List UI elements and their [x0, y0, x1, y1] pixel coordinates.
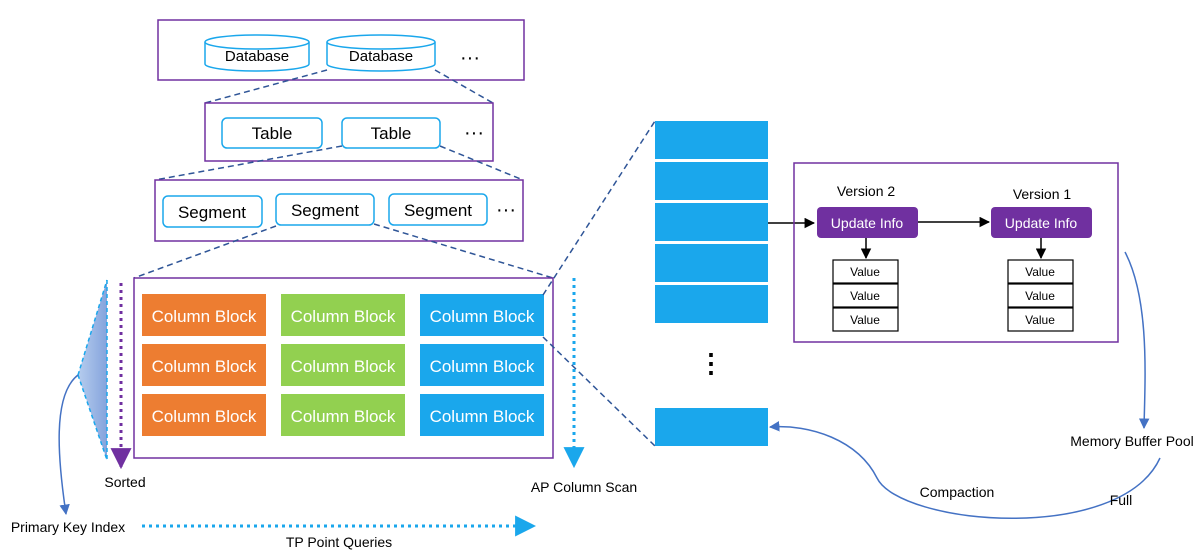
- update-info-label-v1: Update Info: [1005, 215, 1078, 231]
- column-block: [281, 294, 405, 336]
- segment-ellipsis: ···: [496, 199, 516, 221]
- stack-row-last: [655, 408, 768, 446]
- value-text: Value: [850, 313, 880, 327]
- primary-key-label: Primary Key Index: [11, 519, 125, 535]
- segment-box-2: [275, 193, 375, 226]
- connector-db-table-right: [434, 69, 494, 104]
- value-cell: [1007, 259, 1074, 284]
- database-cylinder-2: Database: [326, 34, 436, 72]
- column-block-label: Column Block: [430, 307, 535, 326]
- ap-scan-label: AP Column Scan: [531, 479, 637, 495]
- connector-segment-block-right: [373, 223, 554, 279]
- column-block-label: Column Block: [430, 357, 535, 376]
- connector-zoom-bottom: [542, 336, 656, 447]
- stack-row-1: [655, 121, 768, 159]
- column-block: [420, 294, 544, 336]
- value-list-v2: Value Value Value: [832, 259, 899, 332]
- segment-label-1: Segment: [178, 203, 246, 222]
- value-text: Value: [850, 265, 880, 279]
- column-block-label: Column Block: [152, 357, 257, 376]
- tp-queries-label: TP Point Queries: [286, 534, 392, 550]
- stack-row-5: [655, 285, 768, 323]
- compaction-curve: [768, 421, 1161, 519]
- stack-row-2: [655, 162, 768, 200]
- connector-table-segment-left: [154, 145, 343, 181]
- table-ellipsis: ···: [464, 122, 484, 144]
- segment-label-3: Segment: [404, 201, 472, 220]
- column-block: [420, 394, 544, 436]
- table-label-1: Table: [252, 124, 293, 143]
- memory-pool-label: Memory Buffer Pool: [1070, 433, 1193, 449]
- stack-row-4: [655, 244, 768, 282]
- column-block: [420, 344, 544, 386]
- value-text: Value: [1025, 265, 1055, 279]
- version-1-title: Version 1: [1013, 186, 1072, 202]
- primary-key-triangle-edge-bottom: [77, 374, 108, 461]
- value-cell: [832, 259, 899, 284]
- update-info-box-v2: [817, 207, 918, 238]
- connector-zoom-top: [542, 120, 656, 296]
- sorted-label: Sorted: [104, 474, 145, 490]
- value-text: Value: [850, 289, 880, 303]
- column-block-label: Column Block: [430, 407, 535, 426]
- column-block-label: Column Block: [152, 307, 257, 326]
- value-text: Value: [1025, 289, 1055, 303]
- table-layer-frame: [204, 102, 494, 162]
- table-box-2: [341, 117, 441, 149]
- update-info-box-v1: [991, 207, 1092, 238]
- database-label-2: Database: [349, 48, 413, 65]
- primary-key-curve-arrow: [58, 374, 79, 516]
- stack-ellipsis: ⋮: [698, 348, 724, 378]
- primary-key-index-triangle: [78, 280, 107, 460]
- value-cell: [1007, 283, 1074, 308]
- column-block: [142, 394, 266, 436]
- column-block: [142, 344, 266, 386]
- column-block-label: Column Block: [291, 407, 396, 426]
- column-block-label: Column Block: [152, 407, 257, 426]
- chain-to-memory-pool-curve: [1124, 251, 1150, 430]
- connector-segment-block-left: [133, 225, 277, 279]
- value-cell: [832, 283, 899, 308]
- database-ellipsis: ···: [460, 47, 480, 69]
- column-block: [281, 344, 405, 386]
- version-2-title: Version 2: [837, 183, 896, 199]
- primary-key-triangle-edge-top: [77, 279, 108, 376]
- segment-box-1: [162, 195, 263, 228]
- segment-label-2: Segment: [291, 201, 359, 220]
- database-layer-frame: [157, 19, 525, 81]
- value-cell: [1007, 307, 1074, 332]
- table-box-1: [221, 117, 323, 149]
- full-label: Full: [1110, 492, 1133, 508]
- column-block-label: Column Block: [291, 357, 396, 376]
- version-chain-frame: [793, 162, 1119, 343]
- value-cell: [832, 307, 899, 332]
- database-label-1: Database: [225, 48, 289, 65]
- column-block-label: Column Block: [291, 307, 396, 326]
- value-list-v1: Value Value Value: [1007, 259, 1074, 332]
- column-block-frame: [133, 277, 554, 459]
- update-info-label-v2: Update Info: [831, 215, 904, 231]
- compaction-label: Compaction: [920, 484, 995, 500]
- database-cylinder-1: Database: [204, 34, 310, 72]
- connector-db-table-left: [204, 69, 328, 104]
- segment-layer-frame: [154, 179, 524, 242]
- table-label-2: Table: [371, 124, 412, 143]
- column-block: [142, 294, 266, 336]
- connector-table-segment-right: [439, 145, 524, 181]
- value-text: Value: [1025, 313, 1055, 327]
- stack-row-3: [655, 203, 768, 241]
- column-block: [281, 394, 405, 436]
- segment-box-3: [388, 193, 488, 226]
